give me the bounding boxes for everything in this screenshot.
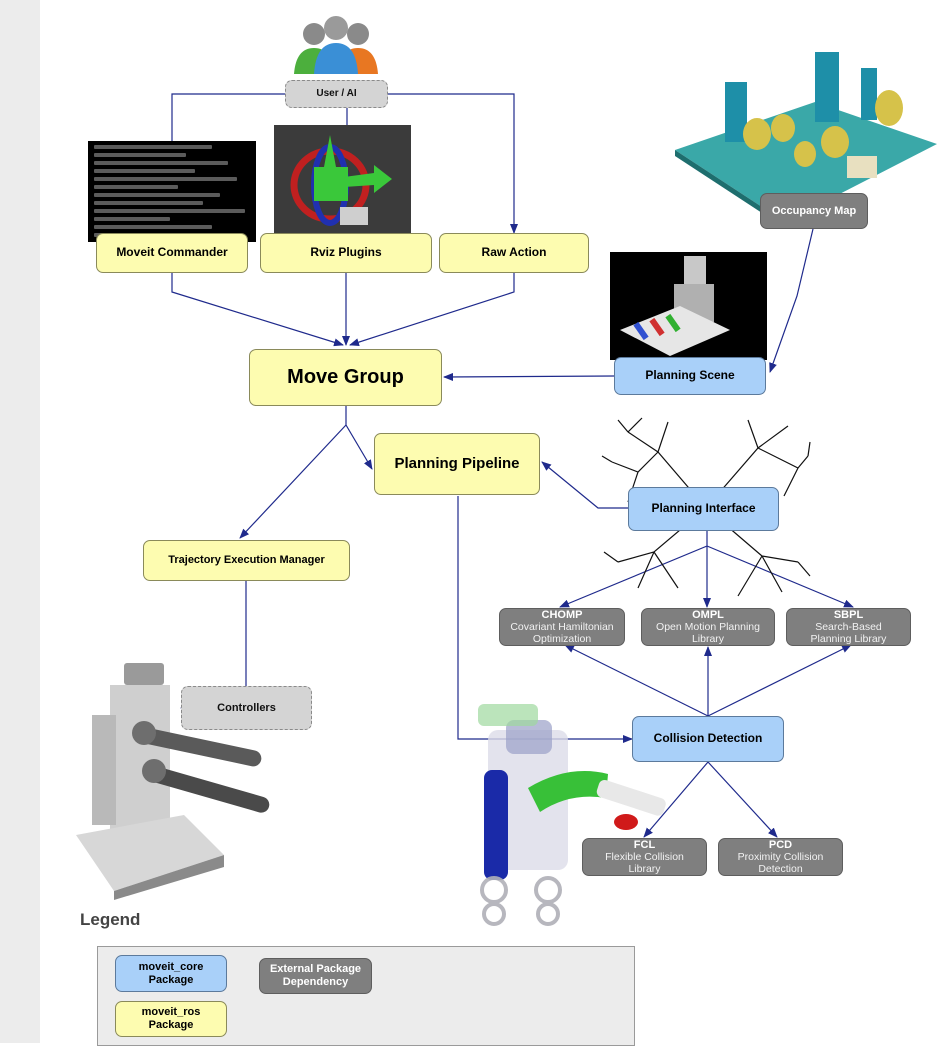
move-group-node: Move Group xyxy=(249,349,442,406)
ompl-node: OMPL Open Motion Planning Library xyxy=(641,608,775,646)
planning-scene-node: Planning Scene xyxy=(614,357,766,395)
pcd-line1: Proximity Collision xyxy=(737,851,824,864)
pcd-line2: Detection xyxy=(758,863,803,876)
legend-external-swatch: External Package Dependency xyxy=(259,958,372,994)
edge-interface-sbpl xyxy=(706,545,854,608)
chomp-title: CHOMP xyxy=(541,608,583,621)
pcd-title: PCD xyxy=(768,838,793,851)
occupancy-map-label: Occupancy Map xyxy=(771,204,857,217)
edge-collision-chomp xyxy=(564,644,709,717)
edge-raw-movegroup xyxy=(349,273,515,347)
sbpl-line2: Planning Library xyxy=(810,633,887,646)
chomp-line2: Optimization xyxy=(532,633,592,646)
sbpl-title: SBPL xyxy=(833,608,864,621)
ompl-title: OMPL xyxy=(692,608,724,621)
legend-title: Legend xyxy=(80,910,141,929)
fcl-title: FCL xyxy=(633,838,656,851)
trajectory-execution-manager-label: Trajectory Execution Manager xyxy=(168,554,325,567)
fcl-node: FCL Flexible Collision Library xyxy=(582,838,707,876)
ompl-line2: Library xyxy=(691,633,725,646)
edge-interface-pipeline xyxy=(541,461,628,509)
collision-detection-label: Collision Detection xyxy=(653,731,763,746)
ompl-line1: Open Motion Planning xyxy=(656,621,760,634)
legend-ros-swatch: moveit_ros Package xyxy=(115,1001,227,1037)
trajectory-execution-manager-node: Trajectory Execution Manager xyxy=(143,540,350,581)
legend-external-line1: External Package xyxy=(269,963,362,976)
planning-pipeline-label: Planning Pipeline xyxy=(394,455,520,473)
sbpl-node: SBPL Search-Based Planning Library xyxy=(786,608,911,646)
legend-core-swatch: moveit_core Package xyxy=(115,955,227,992)
collision-detection-node: Collision Detection xyxy=(632,716,784,762)
robot-arm-collision-image xyxy=(478,704,666,926)
legend-ros-line2: Package xyxy=(148,1019,194,1031)
edge-collision-fcl xyxy=(643,761,709,838)
edge-movegroup-tem xyxy=(239,424,347,539)
chomp-node: CHOMP Covariant Hamiltonian Optimization xyxy=(499,608,625,646)
fcl-line1: Flexible Collision xyxy=(605,851,684,864)
edge-commander-movegroup xyxy=(171,273,344,347)
edge-collision-pcd xyxy=(707,761,778,838)
user-ai-label: User / AI xyxy=(316,88,357,100)
move-group-label: Move Group xyxy=(287,366,404,388)
planning-interface-node: Planning Interface xyxy=(628,487,779,531)
edge-pipeline-collision xyxy=(457,496,633,743)
rviz-plugins-node: Rviz Plugins xyxy=(260,233,432,273)
controllers-label: Controllers xyxy=(217,701,276,714)
terminal-screenshot xyxy=(88,141,256,242)
rviz-plugins-label: Rviz Plugins xyxy=(310,245,382,260)
legend-core-line2: Package xyxy=(148,973,194,986)
moveit-commander-node: Moveit Commander xyxy=(96,233,248,273)
rviz-screenshot xyxy=(274,125,411,245)
sbpl-line1: Search-Based xyxy=(815,621,882,634)
edge-movegroup-pipeline xyxy=(345,406,373,470)
page-margin xyxy=(0,0,40,1043)
occupancy-map-image xyxy=(675,52,937,224)
raw-action-label: Raw Action xyxy=(481,245,547,260)
moveit-commander-label: Moveit Commander xyxy=(116,245,228,260)
legend-ros-line1: moveit_ros xyxy=(141,1006,201,1019)
planning-scene-image xyxy=(610,252,767,360)
controllers-node: Controllers xyxy=(181,686,312,730)
planning-pipeline-node: Planning Pipeline xyxy=(374,433,540,495)
raw-action-node: Raw Action xyxy=(439,233,589,273)
occupancy-map-node: Occupancy Map xyxy=(760,193,868,229)
pr2-robot-image xyxy=(76,663,270,900)
edge-user-raw-action xyxy=(388,93,518,234)
users-icon xyxy=(294,16,378,74)
chomp-line1: Covariant Hamiltonian xyxy=(510,621,614,634)
planning-interface-label: Planning Interface xyxy=(651,501,756,516)
edge-collision-sbpl xyxy=(707,644,852,717)
edge-scene-movegroup xyxy=(443,372,615,381)
legend-core-line1: moveit_core xyxy=(138,960,204,973)
fcl-line2: Library xyxy=(628,863,661,876)
legend-external-line2: Dependency xyxy=(282,976,349,988)
legend-box: moveit_core Package moveit_ros Package E… xyxy=(97,946,635,1046)
pcd-node: PCD Proximity Collision Detection xyxy=(718,838,843,876)
edge-occupancy-scene xyxy=(769,228,814,373)
user-ai-node: User / AI xyxy=(285,80,388,108)
planning-scene-label: Planning Scene xyxy=(645,368,735,383)
